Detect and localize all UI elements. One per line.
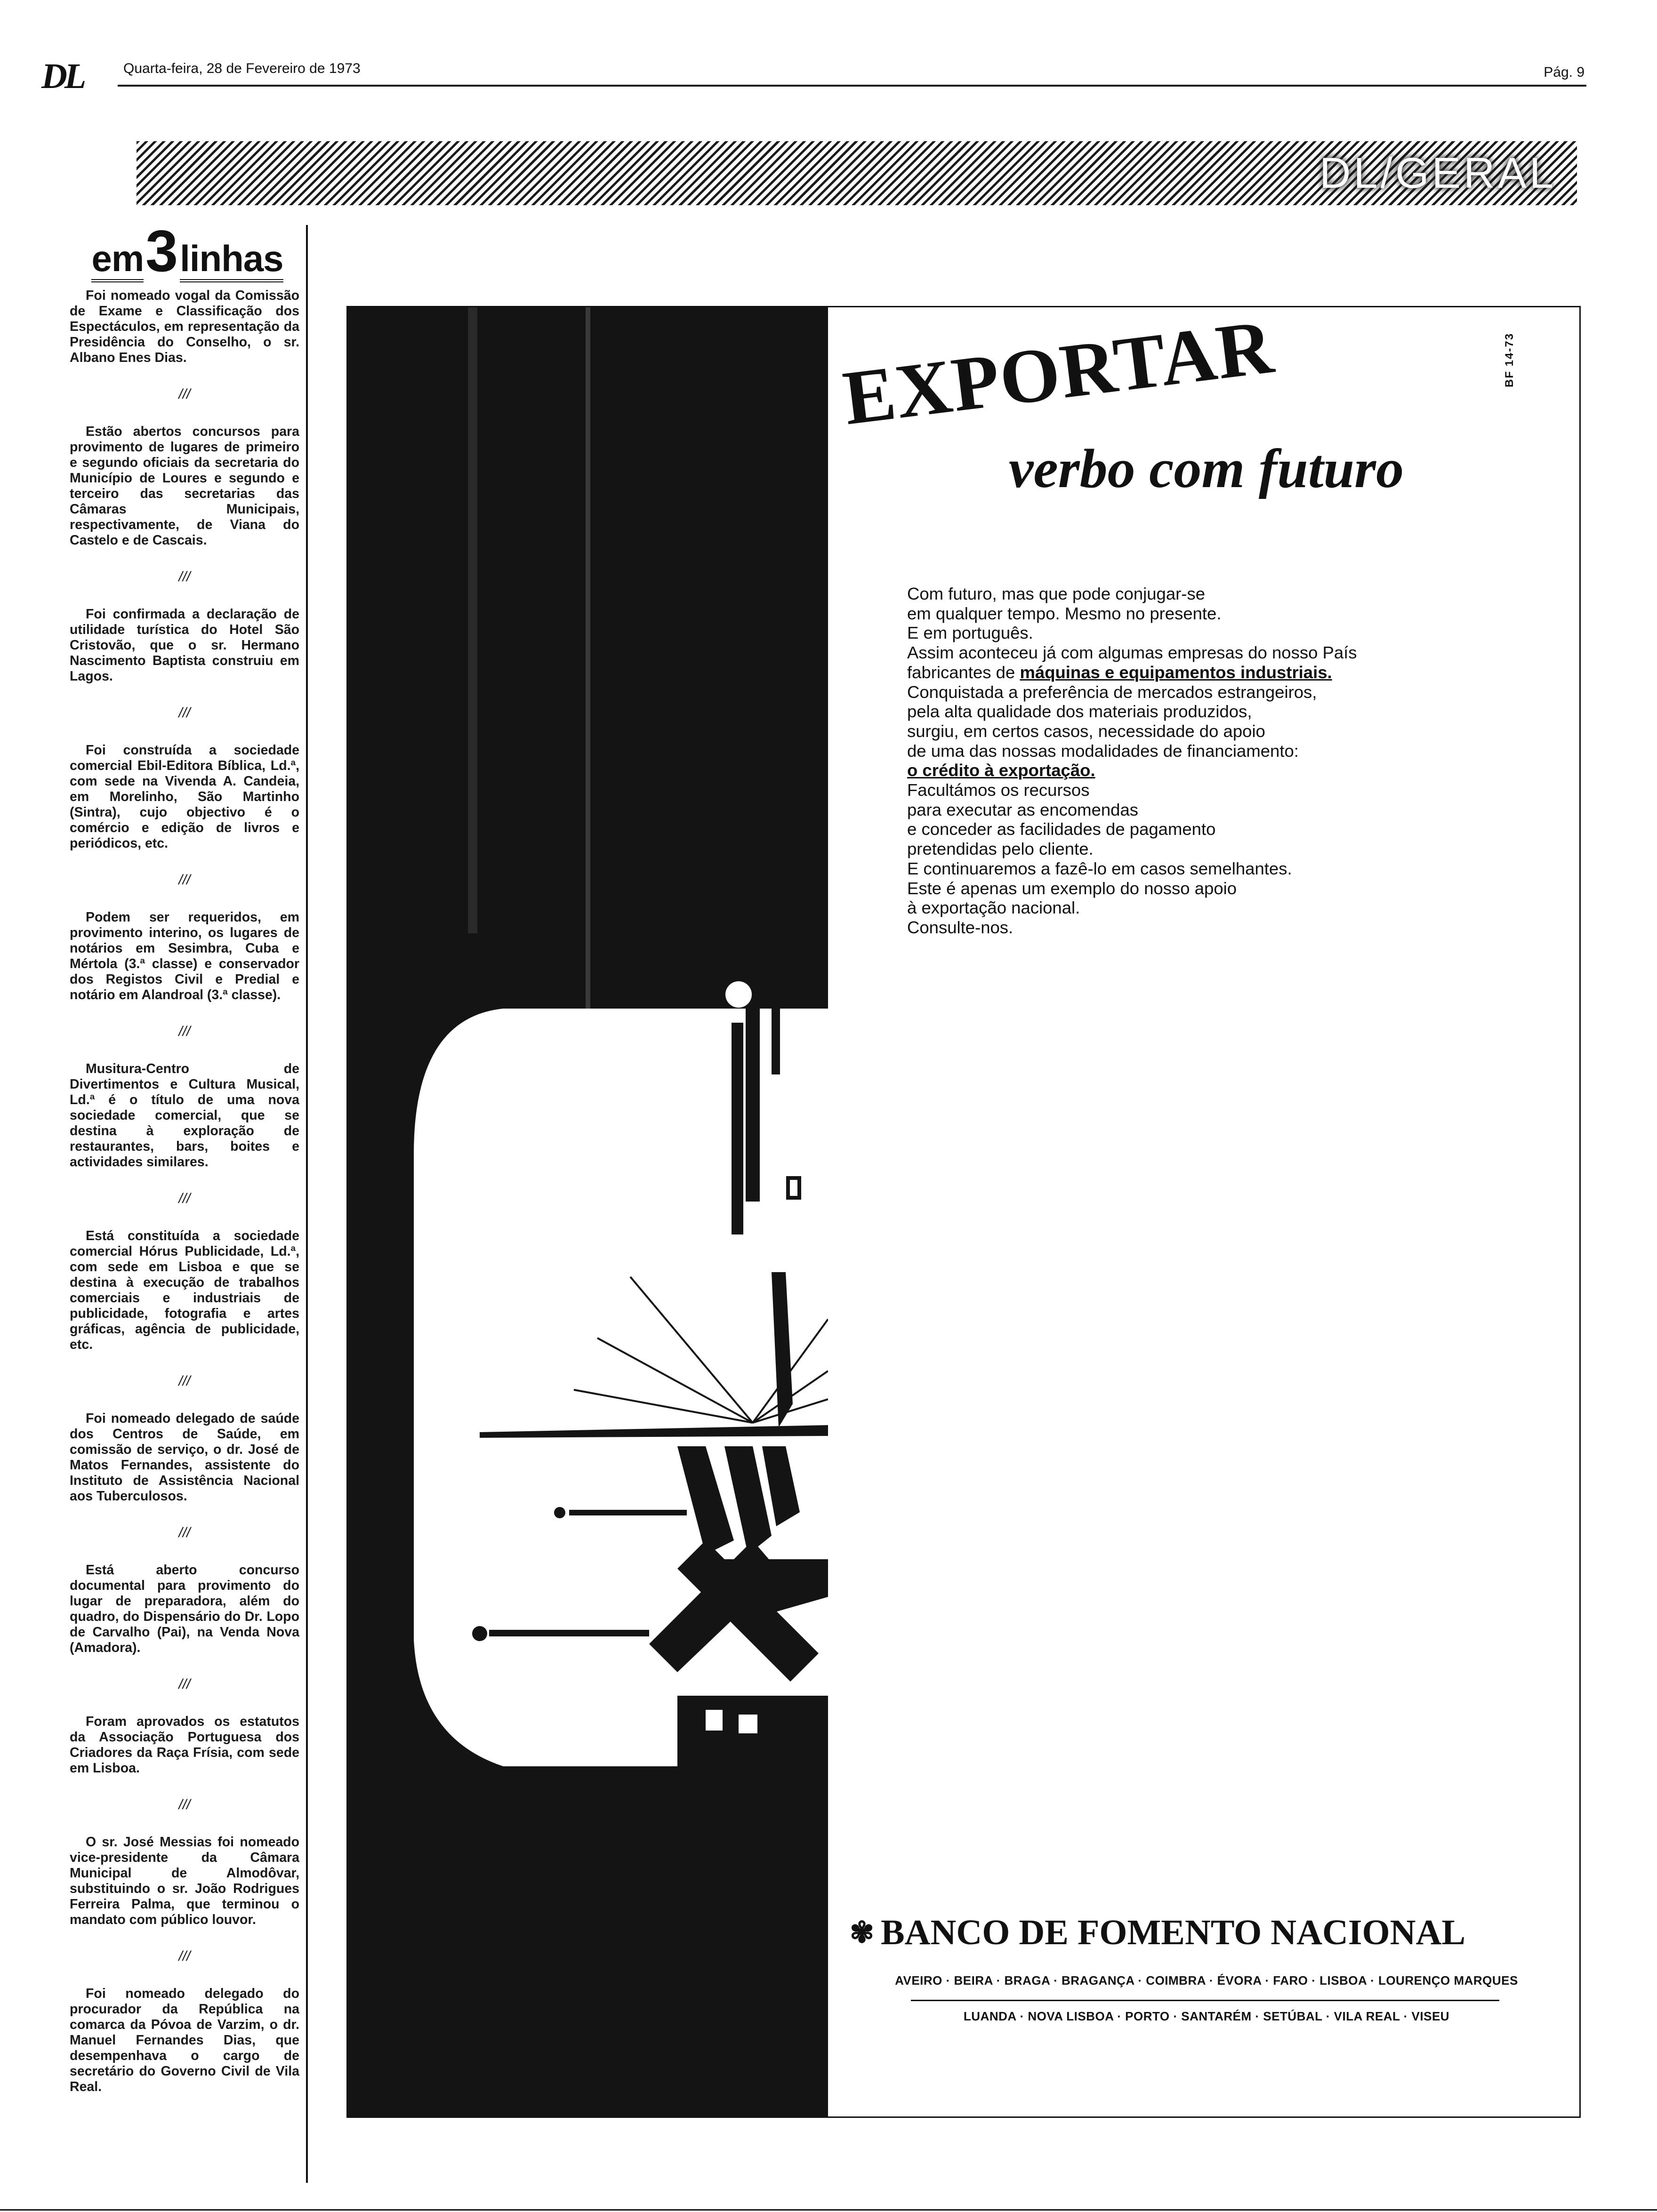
ad-body-line: Facultámos os recursos xyxy=(907,780,1090,800)
column-rule xyxy=(306,225,308,2183)
news-brief: Foi nomeado delegado do procurador da Re… xyxy=(70,1986,299,2094)
ad-reference-code: BF 14-73 xyxy=(1503,332,1516,387)
news-brief: Foi construída a sociedade comercial Ebi… xyxy=(70,743,299,851)
ad-body-line: à exportação nacional. xyxy=(907,898,1080,918)
news-brief: Foi confirmada a declaração de utilidade… xyxy=(70,607,299,684)
brief-separator: /// xyxy=(178,1024,191,1039)
ad-headline: EXPORTAR xyxy=(838,304,1279,441)
brief-separator: /// xyxy=(178,386,191,402)
page-number: Pág. 9 xyxy=(1544,64,1585,80)
ad-body-line: E continuaremos a fazê-lo em casos semel… xyxy=(907,858,1292,878)
ad-body-line: Este é apenas um exemplo do nosso apoio xyxy=(907,878,1237,898)
ad-body-line: de uma das nossas modalidades de financi… xyxy=(907,741,1299,761)
news-brief: Está constituída a sociedade comercial H… xyxy=(70,1228,299,1352)
news-brief: Foi nomeado vogal da Comissão de Exame e… xyxy=(70,288,299,365)
header-date: Quarta-feira, 28 de Fevereiro de 1973 xyxy=(123,61,361,76)
ad-body-highlight: máquinas e equipamentos industriais. xyxy=(1020,662,1332,682)
ad-body-line: surgiu, em certos casos, necessidade do … xyxy=(907,721,1265,741)
brief-separator: /// xyxy=(178,1525,191,1540)
column-heading-word-2: linhas xyxy=(180,238,284,282)
ad-body-highlight: o crédito à exportação. xyxy=(907,761,1095,780)
brief-separator: /// xyxy=(178,872,191,888)
brief-separator: /// xyxy=(178,1191,191,1206)
column-heading-number: 3 xyxy=(145,219,178,284)
bottom-rule xyxy=(0,2209,1657,2211)
newspaper-logo: DL xyxy=(41,56,86,96)
advertisement: BF 14-73 EXPORTAR verbo com futuro Com f… xyxy=(346,304,1581,2118)
machine-illustration xyxy=(348,307,828,2116)
header-rule xyxy=(118,85,1586,87)
news-brief: Foi nomeado delegado de saúde dos Centro… xyxy=(70,1411,299,1504)
ad-body-line: Conquistada a preferência de mercados es… xyxy=(907,682,1317,702)
news-brief: Musitura-Centro de Divertimentos e Cultu… xyxy=(70,1061,299,1170)
brief-separator: /// xyxy=(178,1373,191,1389)
news-brief: Estão abertos concursos para provimento … xyxy=(70,424,299,548)
news-brief: Foram aprovados os estatutos da Associaç… xyxy=(70,1714,299,1776)
ad-body-line: Com futuro, mas que pode conjugar-se xyxy=(907,584,1206,603)
brief-separator: /// xyxy=(178,1948,191,1964)
news-brief: Podem ser requeridos, em provimento inte… xyxy=(70,910,299,1002)
column-heading: em3linhas xyxy=(70,222,305,282)
ad-body-line: pela alta qualidade dos materiais produz… xyxy=(907,702,1252,721)
ad-tagline: verbo com futuro xyxy=(1009,438,1404,499)
ad-body-line: e conceder as facilidades de pagamento xyxy=(907,819,1216,839)
ad-body-line: Consulte-nos. xyxy=(907,917,1014,937)
ad-body-line: fabricantes de máquinas e equipamentos i… xyxy=(907,663,1472,682)
news-brief: O sr. José Messias foi nomeado vice-pres… xyxy=(70,1835,299,1927)
brief-separator: /// xyxy=(178,569,191,585)
bank-name-text: BANCO DE FOMENTO NACIONAL xyxy=(880,1913,1466,1952)
bank-branches-line-1: AVEIRO · BEIRA · BRAGA · BRAGANÇA · COIM… xyxy=(895,1973,1518,1988)
bank-branches-line-2: LUANDA · NOVA LISBOA · PORTO · SANTARÉM … xyxy=(963,2009,1450,2023)
ad-body-line: Assim aconteceu já com algumas empresas … xyxy=(907,643,1357,663)
section-label: DL/GERAL xyxy=(1319,149,1556,197)
bank-emblem-icon: ✾ xyxy=(850,1917,874,1949)
branches-rule xyxy=(911,2000,1499,2001)
bank-name: ✾BANCO DE FOMENTO NACIONAL xyxy=(850,1911,1537,1954)
news-brief: Está aberto concurso documental para pro… xyxy=(70,1563,299,1655)
ad-body-text-fragment: fabricantes de xyxy=(907,662,1020,682)
ad-body-line: E em português. xyxy=(907,623,1033,643)
brief-separator: /// xyxy=(178,705,191,721)
ad-body-line: para executar as encomendas xyxy=(907,800,1139,819)
ad-body-text: Com futuro, mas que pode conjugar-se em … xyxy=(907,584,1472,938)
brief-separator: /// xyxy=(178,1797,191,1812)
column-heading-word-1: em xyxy=(91,238,144,282)
section-banner: DL/GERAL xyxy=(137,141,1577,205)
news-briefs: Foi nomeado vogal da Comissão de Exame e… xyxy=(70,288,299,2095)
ad-body-line: em qualquer tempo. Mesmo no presente. xyxy=(907,603,1222,623)
brief-separator: /// xyxy=(178,1676,191,1692)
ad-body-line: pretendidas pelo cliente. xyxy=(907,839,1094,859)
